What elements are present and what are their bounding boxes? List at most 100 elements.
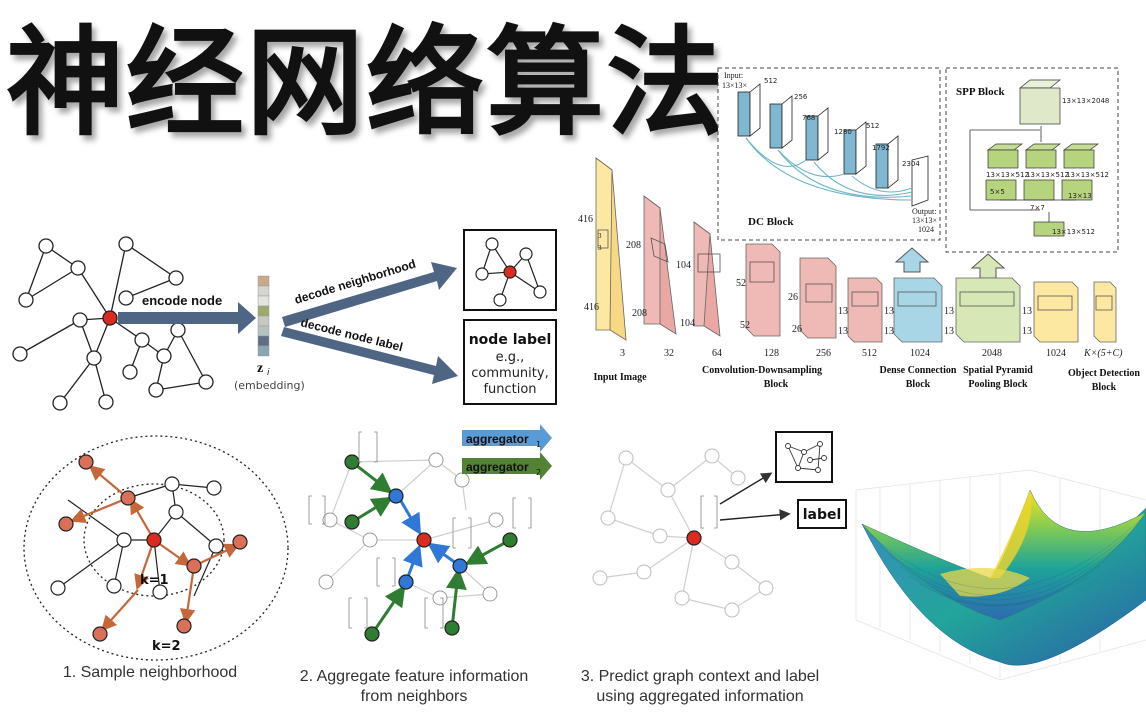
dc-input-dims: 13×13×: [722, 81, 747, 90]
input-side-dim: 416: [578, 214, 593, 225]
architecture-dim-labels: 416 416 3 3 3 208 208 32 104 104 64 52 5…: [578, 214, 1123, 359]
block-w-dim: 13: [1022, 326, 1032, 337]
predict-label-box: [797, 499, 847, 529]
block-h-dim: 13: [944, 306, 954, 317]
step3-caption-line1: 3. Predict graph context and label: [580, 668, 820, 685]
aggregate-arrows: [351, 460, 511, 635]
dc-channel: 1280: [834, 128, 852, 136]
dc-up-arrow: [894, 247, 930, 273]
node-label-line: community,: [471, 366, 548, 381]
block-w-dim: 13: [838, 326, 848, 337]
node-label-line: e.g.,: [496, 350, 525, 365]
block-c-dim: 512: [862, 348, 877, 359]
encode-arrow: [118, 302, 256, 334]
dc-channel: 512: [764, 77, 777, 85]
feature-vectors: [308, 431, 532, 629]
spp-block-layers: [985, 79, 1100, 237]
block-w-dim: 13: [944, 326, 954, 337]
block-c-dim: 128: [764, 348, 779, 359]
block-c-dim: K×(5+C): [1083, 348, 1123, 359]
spp-pool-size: 7×7: [1030, 204, 1045, 212]
spp-mid-dims: 13×13×512: [1026, 171, 1069, 179]
dc-channel: 1792: [872, 144, 890, 152]
neighborhood-mini-graph: [475, 237, 547, 307]
predict-label-arrow: [719, 509, 791, 521]
predict-feature-vector: [700, 495, 718, 529]
block-h-dim: 104: [676, 260, 691, 271]
aggregator1-label: aggregator: [466, 432, 529, 446]
step2-caption-line2: from neighbors: [360, 688, 468, 705]
dc-input-label: Input:: [724, 71, 743, 80]
k2-label: k=2: [152, 639, 181, 654]
dc-channel: 256: [794, 93, 808, 101]
embedding-vector: [257, 275, 270, 357]
predict-graph-nodes: [592, 448, 774, 618]
dc-output-label: Output:: [912, 207, 936, 216]
block-c-dim: 1024: [1046, 348, 1066, 359]
aggregate-colored-nodes: [344, 454, 518, 642]
node-label-box: [463, 319, 557, 405]
block-h-dim: 26: [788, 292, 798, 303]
input-image-label: Input Image: [593, 372, 647, 383]
block-c-dim: 1024: [910, 348, 930, 359]
dense-block-label: Dense Connection: [880, 365, 957, 376]
architecture-block-labels: Input Image Convolution-Downsampling Blo…: [593, 365, 1140, 393]
node-label-line: function: [483, 382, 536, 397]
surface-plot: [855, 469, 1146, 681]
detection-block-label: Block: [1092, 382, 1117, 393]
block-w-dim: 104: [680, 318, 695, 329]
block-h-dim: 52: [736, 278, 746, 289]
dc-channel: 768: [802, 114, 815, 122]
spp-mid-dims: 13×13×512: [1066, 171, 1109, 179]
spp-top-dims: 13×13×2048: [1062, 97, 1109, 105]
block-c-dim: 2048: [982, 348, 1002, 359]
conv-block-label: Convolution-Downsampling: [702, 365, 822, 376]
dense-block-label: Block: [906, 379, 931, 390]
spp-pool-size: 5×5: [990, 188, 1005, 196]
input-inner-dim: 3: [598, 244, 602, 252]
context-mini-graph: [785, 441, 827, 473]
dc-channel: 512: [866, 122, 879, 130]
embedding-subscript: i: [267, 368, 270, 378]
dc-block-title: DC Block: [748, 216, 794, 228]
block-h-dim: 208: [626, 240, 641, 251]
block-h-dim: 13: [1022, 306, 1032, 317]
dc-output-dims: 13×13×: [912, 216, 937, 225]
embedding-symbol: z: [257, 361, 263, 376]
predict-target-node: [686, 530, 702, 546]
spp-pool-size: 13×13: [1068, 192, 1092, 200]
detection-block-label: Object Detection: [1068, 368, 1140, 379]
block-w-dim: 208: [632, 308, 647, 319]
spp-connectors: [969, 126, 1076, 222]
aggregator2-label: aggregator: [466, 460, 529, 474]
spp-block-label: Pooling Block: [968, 379, 1028, 390]
step1-caption: 1. Sample neighborhood: [62, 664, 238, 681]
conv-block-label: Block: [764, 379, 789, 390]
architecture-blocks: [595, 157, 1117, 343]
block-c-dim: 32: [664, 348, 674, 359]
encode-label: encode node: [142, 293, 222, 308]
input-inner-dim: 3: [598, 232, 602, 240]
block-w-dim: 13: [884, 326, 894, 337]
predict-label-text: label: [803, 507, 842, 523]
predict-context-arrow: [719, 472, 773, 505]
aggregate-graph-nodes: [318, 452, 504, 606]
embedding-graph-nodes: [12, 236, 214, 411]
target-node: [102, 310, 118, 326]
block-h-dim: 13: [884, 306, 894, 317]
step3-caption-line2: using aggregated information: [596, 688, 804, 705]
aggregator1-sub: 1: [536, 440, 541, 449]
dc-block-layers: [737, 83, 929, 207]
input-depth-dim: 3: [620, 348, 625, 359]
k2-ring: [23, 435, 289, 661]
k1-ring: [83, 483, 225, 597]
block-c-dim: 64: [712, 348, 722, 359]
spp-up-arrow: [970, 253, 1006, 279]
block-h-dim: 13: [838, 306, 848, 317]
spp-block-title: SPP Block: [956, 86, 1005, 98]
dc-channel: 2304: [902, 160, 920, 168]
page-title: 神经网络算法: [6, 14, 727, 152]
sample-graph-nodes: [50, 454, 248, 642]
spp-bottom-dims: 13×13×512: [1052, 228, 1095, 236]
